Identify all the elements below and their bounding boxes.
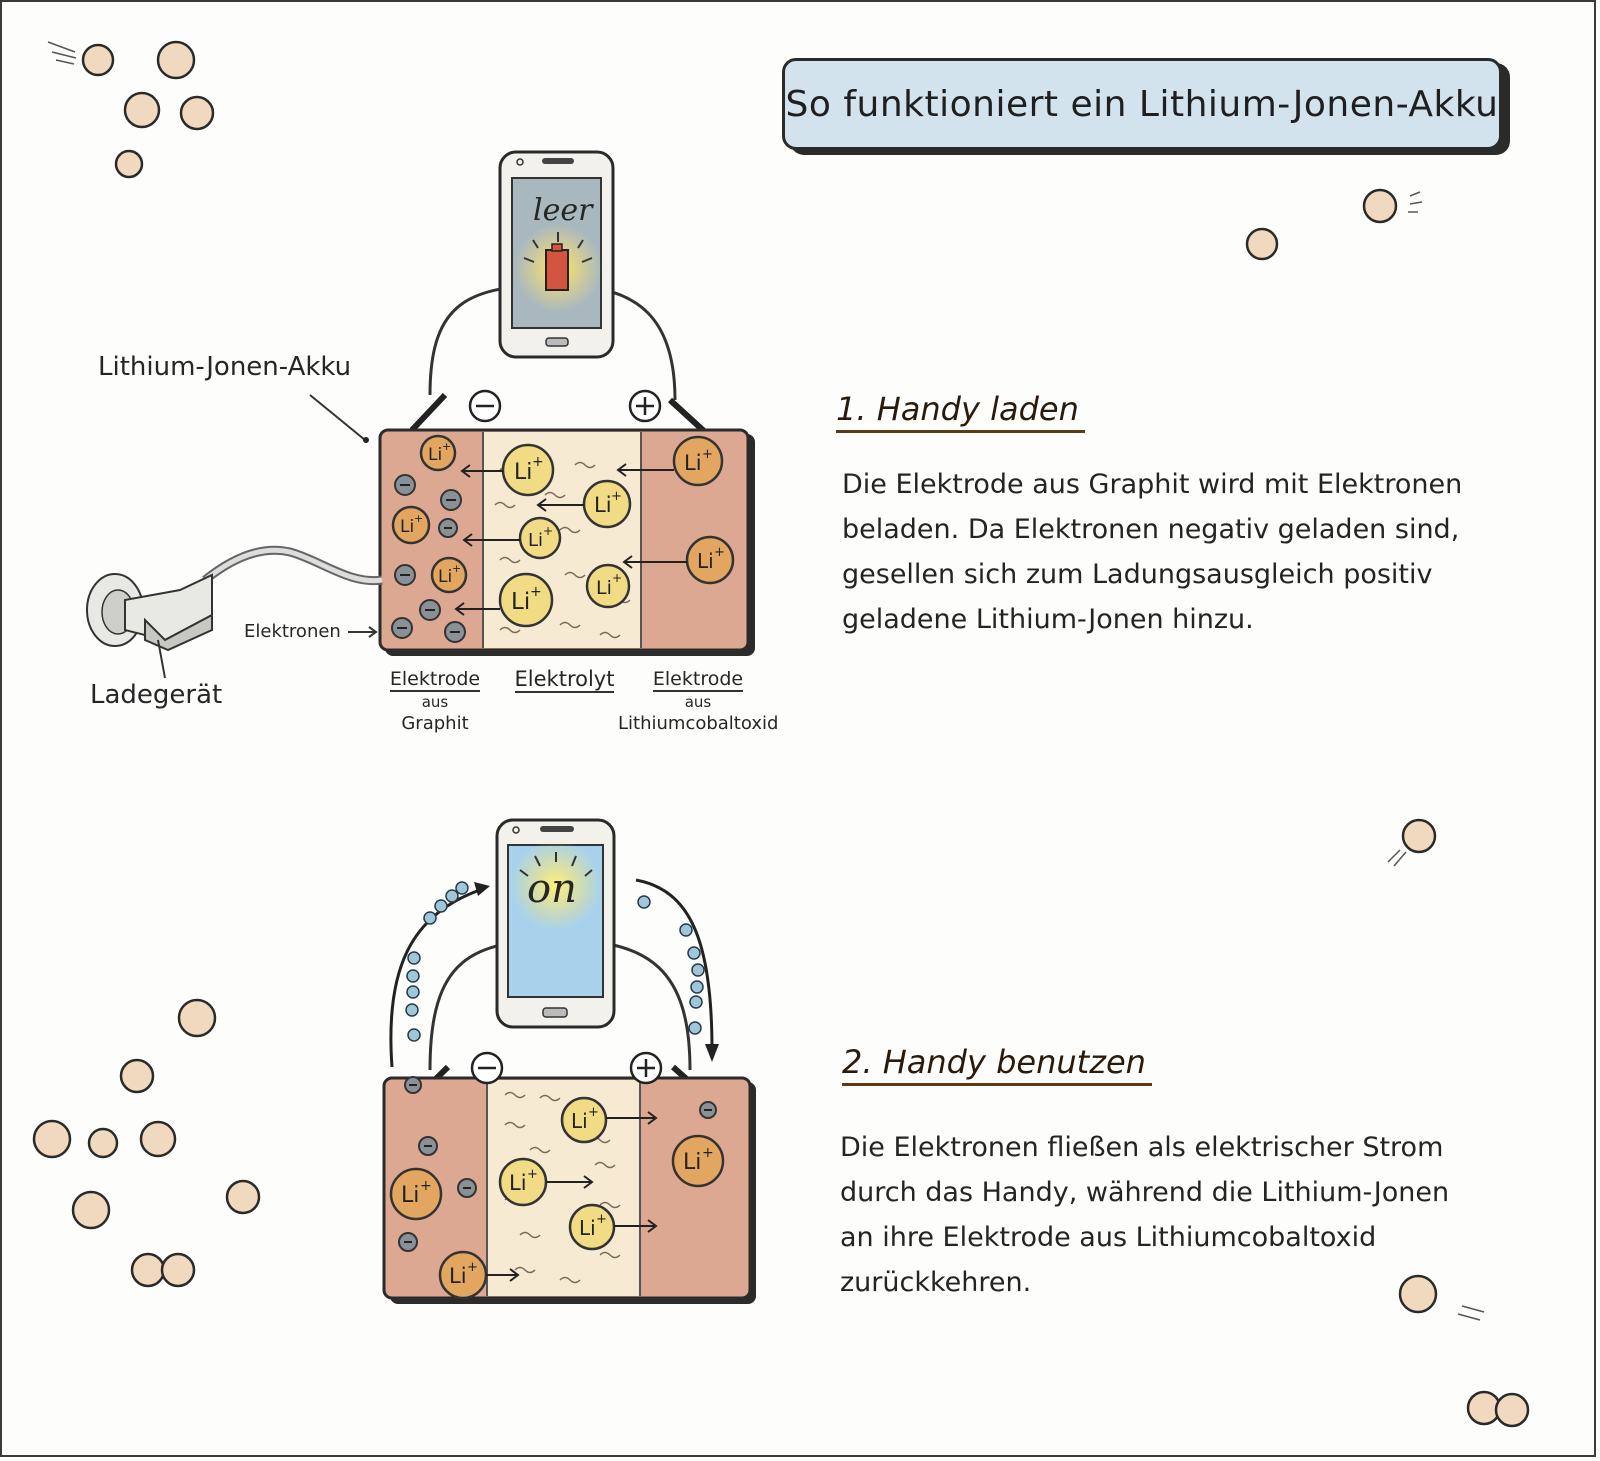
column-title-graphite: Elektrode: [389, 668, 481, 692]
svg-text:+: +: [543, 524, 553, 538]
section1-line: beladen. Da Elektronen negativ geladen s…: [842, 514, 1460, 545]
section1-line: Die Elektrode aus Graphit wird mit Elekt…: [842, 469, 1463, 500]
svg-text:Li: Li: [683, 1150, 701, 1175]
callout-charger-label: Ladegerät: [90, 680, 223, 710]
column-label-electrolyte: Elektrolyt: [502, 667, 627, 693]
section2-line: durch das Handy, während die Lithium-Jon…: [840, 1177, 1450, 1208]
column-label-graphite: Elektrode aus Graphit: [380, 668, 490, 735]
discharging-diagram: Li+ Li+ Li+ Li+ Li+ Li+: [382, 818, 756, 1304]
svg-text:Li: Li: [401, 1183, 419, 1208]
flowing-electrons: [405, 881, 705, 1042]
svg-text:+: +: [588, 1105, 599, 1120]
electrons-arrow: [348, 626, 378, 638]
svg-text:Li: Li: [509, 1171, 527, 1195]
svg-text:+: +: [420, 1178, 432, 1194]
empty-battery-icon: [545, 249, 569, 291]
svg-text:+: +: [611, 489, 622, 504]
electron-flow-arrow-down: [635, 878, 714, 1051]
callout-line-charger: [157, 639, 166, 679]
svg-text:+: +: [530, 584, 542, 600]
title-box: So funktioniert ein Lithium-Jonen-Akku: [782, 58, 1502, 150]
svg-text:Li: Li: [449, 1264, 467, 1288]
column-sub1-cobalt: aus: [684, 693, 712, 711]
svg-text:+: +: [714, 545, 725, 560]
svg-text:+: +: [702, 447, 713, 462]
charging-diagram: Li+ Li+ Li+ Li+ Li+ Li+ Li+ Li+ Li+ Li+: [86, 150, 755, 679]
callout-electrons-label: Elektronen: [244, 621, 341, 642]
terminal-wire-positive: [667, 397, 708, 435]
svg-text:+: +: [612, 571, 622, 585]
battery-charging: [378, 428, 755, 656]
ions-1: [391, 434, 735, 628]
terminal-wire-negative: [409, 392, 448, 433]
svg-text:+: +: [467, 1260, 478, 1275]
ion-labels-1: Li+ Li+ Li+ Li+ Li+ Li+ Li+ Li+ Li+ Li+: [400, 440, 725, 615]
svg-text:+: +: [414, 512, 423, 525]
callout-battery-label: Lithium-Jonen-Akku: [98, 352, 352, 382]
svg-text:Li: Li: [594, 493, 612, 517]
ion-arrows-1: [454, 463, 687, 616]
column-title-cobalt: Elektrode: [652, 668, 744, 692]
svg-text:+: +: [442, 440, 451, 453]
svg-text:+: +: [452, 562, 461, 575]
section2-paragraph: Die Elektronen fließen als elektrischer …: [840, 1125, 1490, 1305]
section1-line: geladene Lithium-Jonen hinzu.: [842, 604, 1254, 635]
section1-paragraph: Die Elektrode aus Graphit wird mit Elekt…: [842, 462, 1492, 642]
svg-text:+: +: [527, 1167, 538, 1182]
section2-line: an ihre Elektrode aus Lithiumcobaltoxid: [840, 1222, 1377, 1253]
svg-text:Li: Li: [438, 567, 452, 587]
svg-text:Li: Li: [684, 451, 702, 475]
charger-plug: [124, 573, 213, 652]
phone-screen-text-empty: leer: [533, 193, 593, 228]
svg-text:Li: Li: [579, 1216, 596, 1240]
svg-text:+: +: [596, 1212, 607, 1227]
svg-text:Li: Li: [697, 549, 714, 573]
section2-heading: 2. Handy benutzen: [842, 1043, 1152, 1086]
column-sub2-cobalt: Lithiumcobaltoxid: [618, 713, 779, 734]
svg-text:Li: Li: [511, 589, 530, 615]
callout-line-battery: [309, 394, 366, 441]
svg-text:Li: Li: [428, 445, 442, 465]
svg-text:Li: Li: [596, 577, 612, 599]
terminal-negative-1: [468, 389, 502, 423]
column-label-cobalt: Elektrode aus Lithiumcobaltoxid: [618, 668, 778, 735]
section1-heading: 1. Handy laden: [836, 390, 1085, 433]
section2-line: Die Elektronen fließen als elektrischer …: [840, 1132, 1444, 1163]
svg-text:+: +: [532, 454, 544, 470]
column-title-electrolyte: Elektrolyt: [514, 667, 615, 693]
svg-text:+: +: [702, 1145, 714, 1161]
svg-text:Li: Li: [571, 1109, 588, 1133]
svg-text:Li: Li: [514, 460, 532, 485]
section2-line: zurückkehren.: [840, 1267, 1032, 1298]
page-title: So funktioniert ein Lithium-Jonen-Akku: [785, 83, 1499, 125]
svg-text:Li: Li: [400, 517, 414, 537]
column-sub1-graphite: aus: [421, 693, 449, 711]
column-sub2-graphite: Graphit: [401, 713, 469, 734]
phone-empty: [498, 150, 615, 359]
section1-line: gesellen sich zum Ladungsausgleich posit…: [842, 559, 1433, 590]
terminal-positive-1: [628, 389, 662, 423]
phone-on: [495, 818, 616, 1029]
phone-screen-text-on: on: [527, 866, 577, 912]
svg-text:Li: Li: [528, 530, 543, 551]
